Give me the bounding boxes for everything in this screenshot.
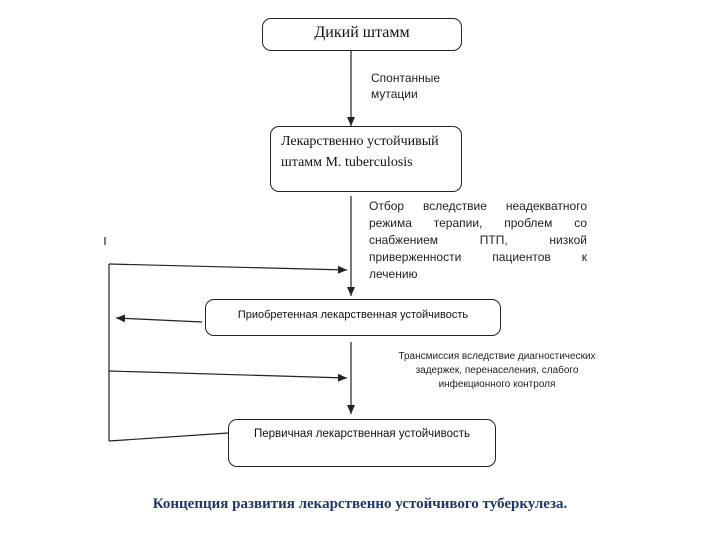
node-wild-strain-label: Дикий штамм [314,24,410,41]
label-transmission-reason-line1: Трансмиссия вследствие диагностических [398,351,596,362]
node-resistant-strain-label-line2: штамм M. tuberculosis [281,155,413,170]
node-primary-resistance [228,419,496,467]
label-transmission-reason-line2: задержек, перенаселения, слабого [415,365,579,376]
node-acquired-resistance-label: Приобретенная лекарственная устойчивость [237,309,469,321]
label-selection-reason: Отбор вследствие неадекватного режима те… [369,198,587,283]
label-selection-reason-line4: приверженности пациентов к [369,250,587,264]
label-transmission-reason-line3: инфекционного контроля [438,379,556,390]
label-selection-reason-line5: лечению [369,267,418,281]
label-spontaneous-mutations-line1: Спонтанные [371,71,441,85]
label-selection-reason-line3: снабжением ПТП, низкой [369,233,587,247]
feedback-arrow-middle [108,370,348,382]
label-spontaneous-mutations-line2: мутации [371,87,418,101]
label-spontaneous-mutations: Спонтанные мутации [371,70,440,102]
figure-caption: Концепция развития лекарственно устойчив… [152,496,568,512]
node-wild-strain [262,18,462,51]
feedback-arrow-top [108,263,348,274]
label-selection-reason-line1: Отбор вследствие неадекватного [369,199,587,213]
label-transmission-reason: Трансмиссия вследствие диагностических з… [386,350,608,392]
node-resistant-strain-label-line1: Лекарственно устойчивый [281,134,439,149]
node-resistant-strain [270,126,462,192]
node-primary-resistance-label: Первичная лекарственная устойчивость [254,428,470,440]
feedback-line-primary [108,432,229,442]
node-acquired-resistance [205,299,501,336]
feedback-arrow-acquired-left [115,314,203,323]
label-selection-reason-line2: режима терапии, проблем со [369,216,587,230]
